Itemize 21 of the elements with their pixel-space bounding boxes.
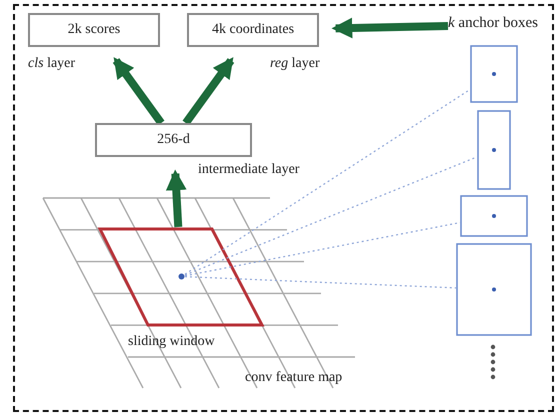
arrow <box>166 169 187 228</box>
anchor-box <box>477 110 511 190</box>
layer-label: cls layer <box>28 56 76 72</box>
anchor-box <box>456 243 532 336</box>
map-label: conv feature map <box>245 370 342 386</box>
anchor-box <box>470 45 518 103</box>
center-point <box>178 273 185 280</box>
sliding-window <box>98 227 264 327</box>
heading-text: k anchor boxes <box>448 15 552 35</box>
window-label: sliding window <box>128 334 215 350</box>
projection-line <box>184 276 456 289</box>
arrow <box>182 57 234 126</box>
arrow <box>112 57 164 126</box>
layer-box: 4k coordinates <box>187 13 319 47</box>
projection-line <box>184 156 478 276</box>
layer-label: reg layer <box>270 56 320 72</box>
projection-line <box>184 89 470 275</box>
anchor-box <box>460 195 528 237</box>
layer-box: 2k scores <box>28 13 160 47</box>
layer-label: intermediate layer <box>198 162 300 178</box>
layer-box: 256-d <box>95 123 252 157</box>
